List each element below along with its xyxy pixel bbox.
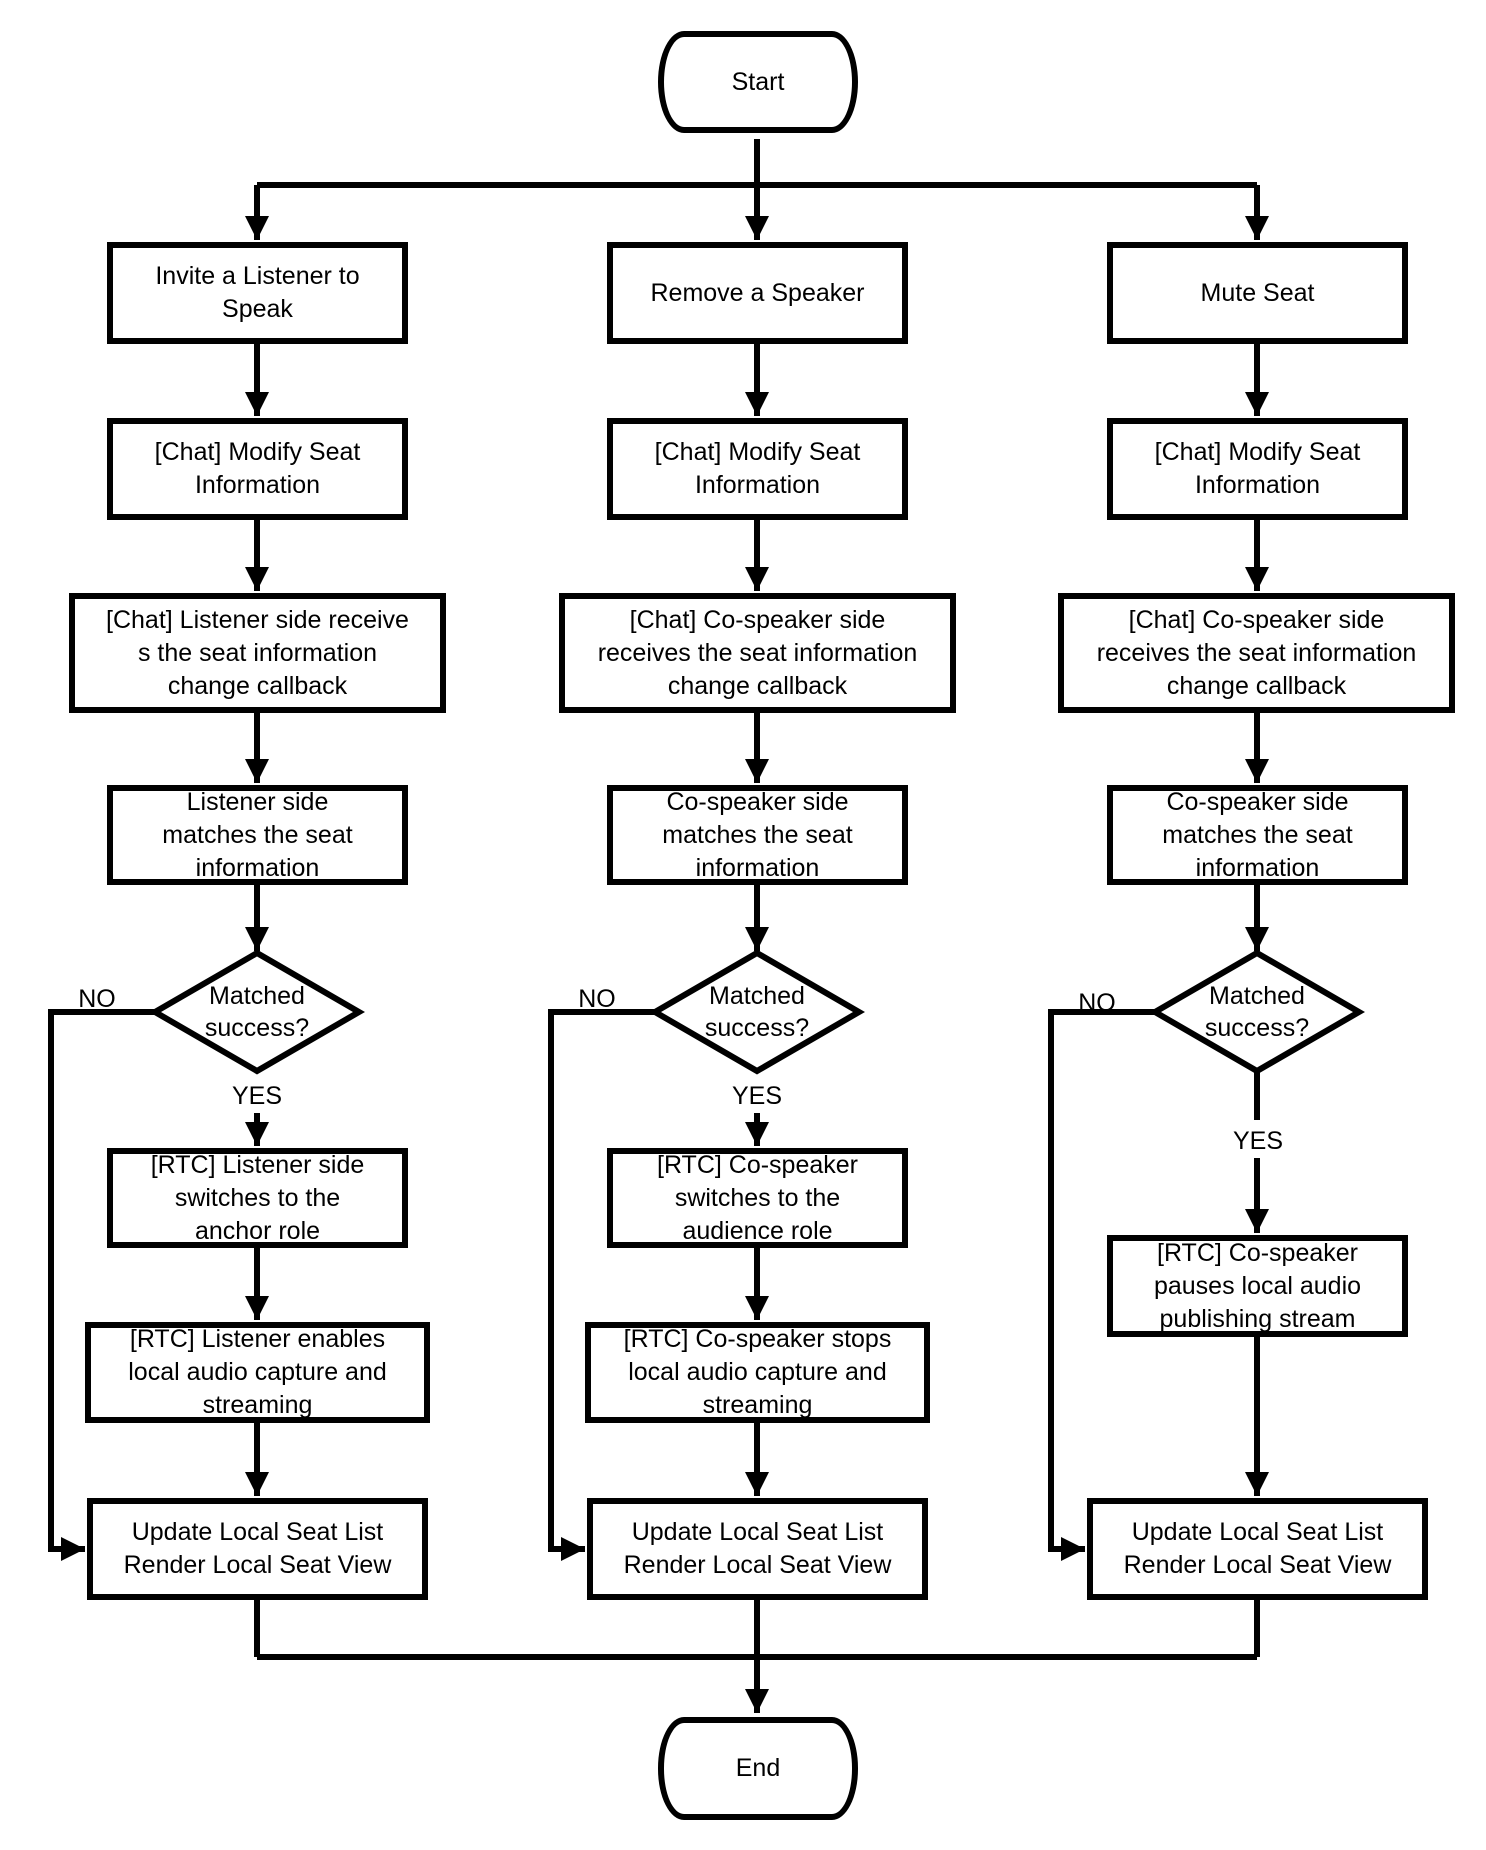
decision-col2-label: Matched success? xyxy=(704,982,810,1042)
box-col1-action: Invite a Listener to Speak xyxy=(107,242,408,344)
box-col1-rtc-audio: [RTC] Listener enables local audio captu… xyxy=(85,1322,430,1423)
box-col3-receive-callback: [Chat] Co-speaker side receives the seat… xyxy=(1058,593,1455,713)
box-col2-rtc-switch-label: [RTC] Co-speaker switches to the audienc… xyxy=(657,1150,858,1245)
box-col2-action-label: Remove a Speaker xyxy=(650,278,865,307)
box-col2-update-view-label: Update Local Seat List Render Local Seat… xyxy=(623,1518,892,1579)
box-col3-rtc-pause-label: [RTC] Co-speaker pauses local audio publ… xyxy=(1153,1238,1362,1333)
no-label-col2: NO xyxy=(578,985,616,1013)
box-col3-match-seat: Co-speaker side matches the seat informa… xyxy=(1107,785,1408,885)
yes-label-col3: YES xyxy=(1232,1127,1284,1155)
no-label-col3: NO xyxy=(1078,989,1116,1017)
box-col2-modify-seat-label: [Chat] Modify Seat Information xyxy=(654,438,861,499)
yes-label-col1: YES xyxy=(231,1082,283,1110)
box-col1-update-view: Update Local Seat List Render Local Seat… xyxy=(87,1498,428,1600)
box-col3-receive-callback-label: [Chat] Co-speaker side receives the seat… xyxy=(1096,605,1417,700)
box-col2-modify-seat: [Chat] Modify Seat Information xyxy=(607,418,908,520)
box-col1-rtc-switch: [RTC] Listener side switches to the anch… xyxy=(107,1148,408,1248)
box-col1-modify-seat-label: [Chat] Modify Seat Information xyxy=(154,438,361,499)
box-col2-rtc-audio: [RTC] Co-speaker stops local audio captu… xyxy=(585,1322,930,1423)
box-col1-modify-seat: [Chat] Modify Seat Information xyxy=(107,418,408,520)
box-col1-match-seat: Listener side matches the seat informati… xyxy=(107,785,408,885)
end-terminator: End xyxy=(658,1717,858,1820)
no-label-col1: NO xyxy=(78,985,116,1013)
edge-col3-no-path xyxy=(1048,1009,1155,1561)
box-col1-rtc-audio-label: [RTC] Listener enables local audio captu… xyxy=(128,1325,387,1419)
start-terminator: Start xyxy=(658,31,858,133)
box-col3-modify-seat-label: [Chat] Modify Seat Information xyxy=(1154,438,1361,499)
yes-label-col2: YES xyxy=(731,1082,783,1110)
box-col3-update-view-label: Update Local Seat List Render Local Seat… xyxy=(1123,1518,1392,1579)
box-col2-receive-callback-label: [Chat] Co-speaker side receives the seat… xyxy=(597,605,918,700)
box-col1-update-view-label: Update Local Seat List Render Local Seat… xyxy=(123,1518,392,1579)
edge-col2-no-path xyxy=(548,1009,655,1561)
box-col3-rtc-pause: [RTC] Co-speaker pauses local audio publ… xyxy=(1107,1235,1408,1337)
box-col1-action-label: Invite a Listener to Speak xyxy=(155,262,360,323)
box-col2-update-view: Update Local Seat List Render Local Seat… xyxy=(587,1498,928,1600)
box-col2-match-seat: Co-speaker side matches the seat informa… xyxy=(607,785,908,885)
end-label: End xyxy=(735,1754,781,1782)
decision-col1-label: Matched success? xyxy=(204,982,310,1042)
edge-col1-no-path xyxy=(48,1009,155,1561)
box-col1-receive-callback: [Chat] Listener side receive s the seat … xyxy=(69,593,446,713)
decision-diamond-col1 xyxy=(149,949,365,1075)
decision-diamond-col3 xyxy=(1149,949,1365,1075)
start-label: Start xyxy=(731,67,785,96)
box-col2-match-seat-label: Co-speaker side matches the seat informa… xyxy=(662,787,853,882)
decision-col3-label: Matched success? xyxy=(1204,982,1310,1042)
box-col1-receive-callback-label: [Chat] Listener side receive s the seat … xyxy=(106,605,409,700)
box-col2-rtc-audio-label: [RTC] Co-speaker stops local audio captu… xyxy=(623,1325,892,1419)
box-col3-match-seat-label: Co-speaker side matches the seat informa… xyxy=(1162,787,1353,882)
box-col3-action: Mute Seat xyxy=(1107,242,1408,344)
decision-diamond-col2 xyxy=(649,949,865,1075)
box-col2-action: Remove a Speaker xyxy=(607,242,908,344)
box-col1-rtc-switch-label: [RTC] Listener side switches to the anch… xyxy=(150,1150,365,1245)
box-col3-action-label: Mute Seat xyxy=(1200,278,1315,307)
box-col1-match-seat-label: Listener side matches the seat informati… xyxy=(162,787,353,882)
box-col2-receive-callback: [Chat] Co-speaker side receives the seat… xyxy=(559,593,956,713)
box-col2-rtc-switch: [RTC] Co-speaker switches to the audienc… xyxy=(607,1148,908,1248)
box-col3-update-view: Update Local Seat List Render Local Seat… xyxy=(1087,1498,1428,1600)
box-col3-modify-seat: [Chat] Modify Seat Information xyxy=(1107,418,1408,520)
